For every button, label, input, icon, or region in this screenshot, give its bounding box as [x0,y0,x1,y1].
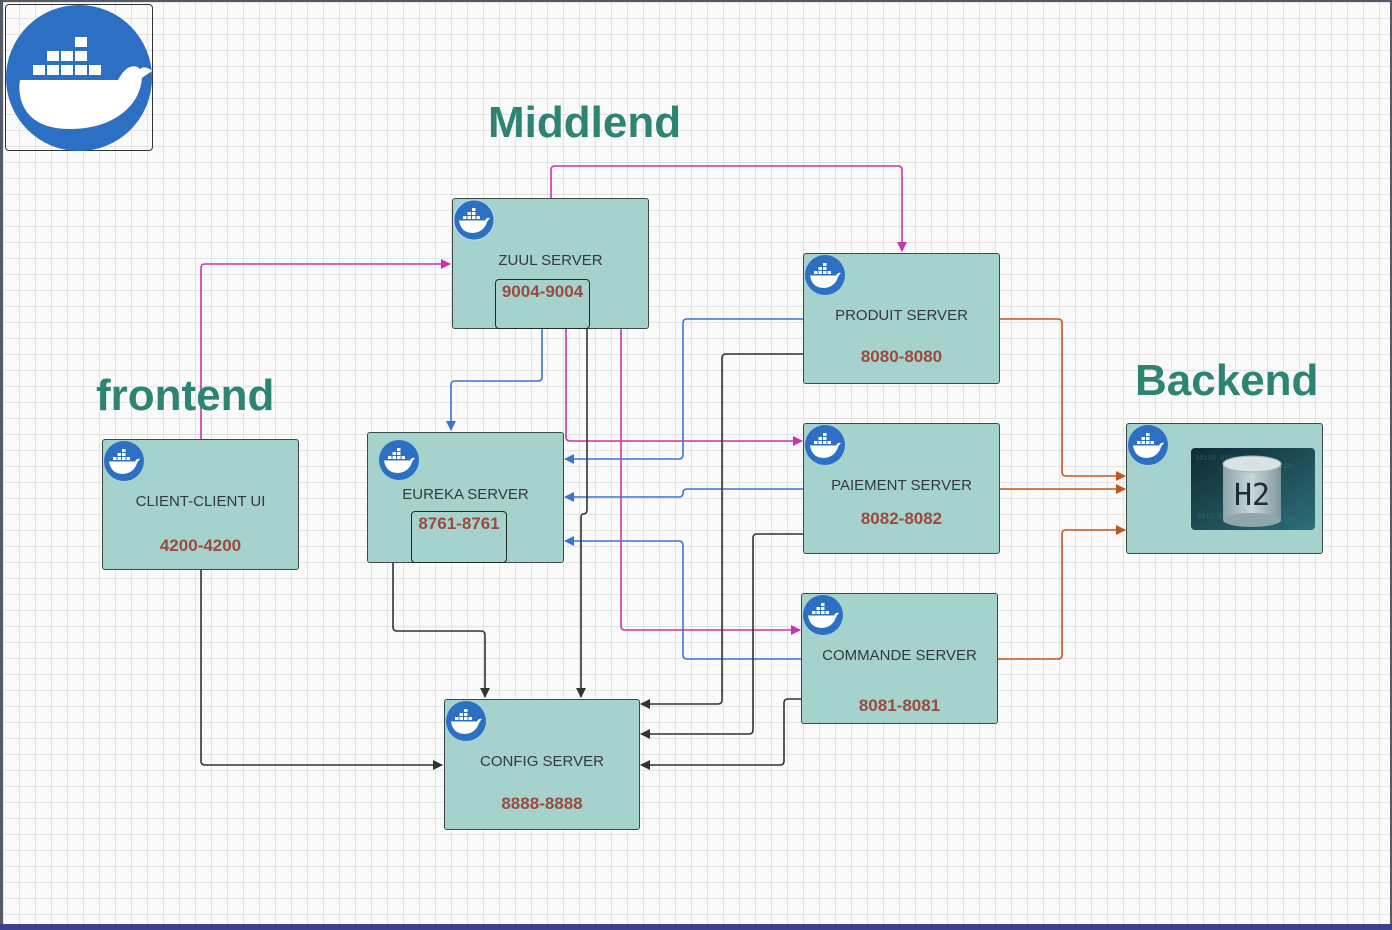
zuul-server-name: ZUUL SERVER [498,252,603,269]
group-title-frontend: frontend [96,371,275,420]
docker-logo [6,5,153,151]
docker-whale-icon [378,439,420,481]
edge-zuul-to-paiement [565,329,803,446]
client-ui-port: 4200-4200 [159,536,242,555]
edge-commande-to-h2 [998,525,1126,660]
svg-text:0011 101: 0011 101 [1197,513,1231,521]
edge-eureka-to-config [392,563,490,698]
edge-zuul-to-produit [550,165,907,252]
paiement-server-name: PAIEMENT SERVER [831,477,972,494]
produit-server-node[interactable]: PRODUIT SERVER 8080-8080 [803,253,1000,384]
eureka-server-port: 8761-8761 [418,514,500,533]
docker-whale-icon [802,594,844,636]
edge-zuul-to-eureka [446,329,543,431]
commande-server-node[interactable]: COMMANDE SERVER 8081-8081 [801,593,998,724]
zuul-server-node[interactable]: ZUUL SERVER 9004-9004 [452,198,649,329]
h2-database-icon: 10110 0101 0110 0011 101 1101 H2 [1191,448,1315,530]
client-ui-node[interactable]: CLIENT-CLIENT UI 4200-4200 [102,439,299,570]
svg-text:0110: 0110 [1275,463,1292,471]
edge-produit-to-eureka [564,318,804,464]
edge-paiement-to-eureka [564,488,804,502]
edge-zuul-to-config [576,329,588,698]
group-title-backend: Backend [1135,356,1319,405]
edge-produit-to-h2 [1000,318,1126,481]
docker-whale-icon [103,440,145,482]
edge-produit-to-config [640,353,804,709]
svg-text:10110 0101: 10110 0101 [1195,455,1237,463]
produit-server-name: PRODUIT SERVER [835,307,968,324]
edge-commande-to-eureka [564,536,802,660]
zuul-port-box: 9004-9004 [495,279,590,329]
h2-label: H2 [1234,478,1270,513]
config-server-port: 8888-8888 [501,794,583,813]
edge-client-to-config [200,570,443,770]
docker-logo-frame [5,4,153,151]
commande-server-name: COMMANDE SERVER [822,647,977,664]
group-title-middlend: Middlend [488,98,682,147]
canvas-bottom-border [0,924,1392,930]
produit-server-port: 8080-8080 [860,347,943,366]
docker-whale-icon [445,700,487,742]
client-ui-name: CLIENT-CLIENT UI [135,493,266,510]
paiement-server-port: 8082-8082 [860,509,943,528]
config-server-name: CONFIG SERVER [480,753,604,770]
edge-commande-to-config [640,698,802,770]
zuul-server-port: 9004-9004 [501,282,584,301]
config-server-node[interactable]: CONFIG SERVER 8888-8888 [444,699,640,830]
paiement-server-node[interactable]: PAIEMENT SERVER 8082-8082 [803,423,1000,554]
docker-whale-icon [804,254,846,296]
eureka-port-box: 8761-8761 [411,511,507,563]
edge-client-to-zuul [200,259,451,440]
h2-database-node[interactable]: 10110 0101 0110 0011 101 1101 H2 [1126,423,1323,554]
eureka-server-node[interactable]: EUREKA SERVER 8761-8761 [367,432,564,563]
edge-paiement-to-config [640,533,804,739]
docker-whale-icon [453,199,495,241]
edge-zuul-to-commande [620,329,801,635]
commande-server-port: 8081-8081 [858,696,941,715]
docker-whale-icon [804,424,846,466]
svg-text:1101: 1101 [1279,517,1296,525]
eureka-server-name: EUREKA SERVER [402,486,529,503]
docker-whale-icon [1127,424,1169,466]
